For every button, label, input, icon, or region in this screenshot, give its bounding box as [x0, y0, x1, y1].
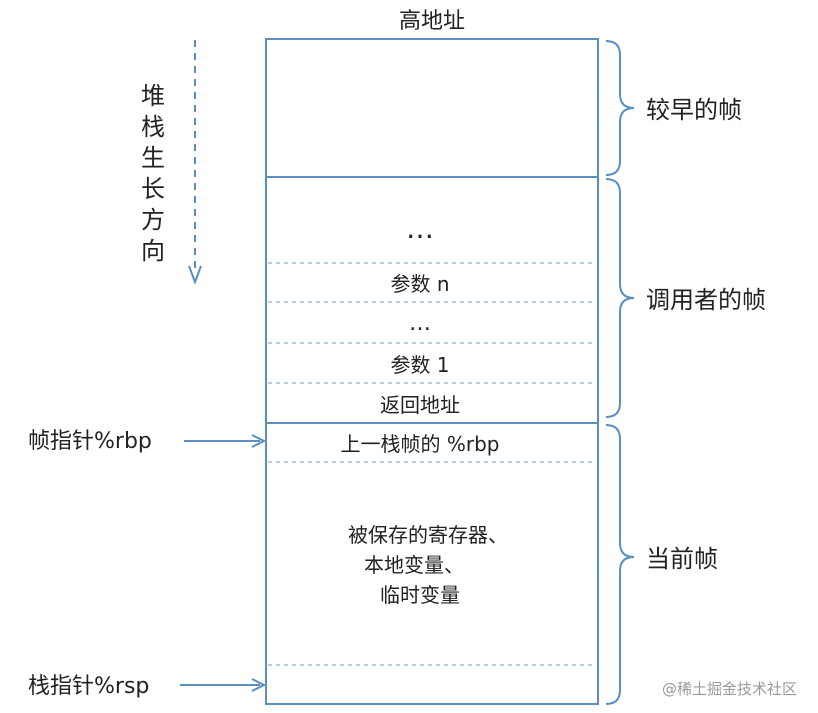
growth-direction-char: 生	[141, 144, 165, 172]
watermark-text: @稀土掘金技术社区	[662, 680, 797, 698]
caller-frame-label: 调用者的帧	[646, 286, 766, 314]
stack-box	[265, 38, 599, 705]
rsp-pointer-arrow	[180, 678, 267, 692]
locals-line-1: 被保存的寄存器、	[348, 523, 508, 547]
frame-braces	[605, 40, 635, 705]
ellipsis-top: …	[406, 212, 434, 245]
growth-direction-char: 方	[141, 206, 165, 234]
brace-current-frame	[605, 424, 635, 705]
cell-separators	[268, 262, 596, 666]
earlier-frame-label: 较早的帧	[646, 96, 742, 124]
param-1-cell: 参数 1	[390, 353, 449, 377]
growth-direction-char: 长	[141, 175, 165, 203]
return-address-cell: 返回地址	[380, 393, 460, 417]
rbp-pointer-arrow	[184, 434, 267, 448]
growth-direction-label: 堆栈生长方向	[141, 82, 165, 265]
ellipsis-mid: …	[409, 311, 431, 336]
growth-direction-char: 向	[141, 237, 165, 265]
growth-direction-char: 栈	[141, 113, 165, 141]
rsp-pointer-label: 栈指针%rsp	[28, 674, 149, 699]
locals-line-2: 本地变量、	[364, 553, 464, 577]
brace-caller-frame	[605, 178, 635, 418]
growth-direction-arrow	[188, 40, 202, 285]
rbp-pointer-label: 帧指针%rbp	[28, 429, 152, 454]
growth-direction-char: 堆	[141, 82, 165, 110]
high-address-label: 高地址	[399, 9, 465, 34]
current-frame-label: 当前帧	[646, 545, 718, 573]
param-n-cell: 参数 n	[390, 272, 449, 296]
saved-rbp-cell: 上一栈帧的 %rbp	[341, 432, 500, 456]
locals-line-3: 临时变量	[380, 583, 460, 607]
brace-earlier-frame	[605, 40, 635, 176]
